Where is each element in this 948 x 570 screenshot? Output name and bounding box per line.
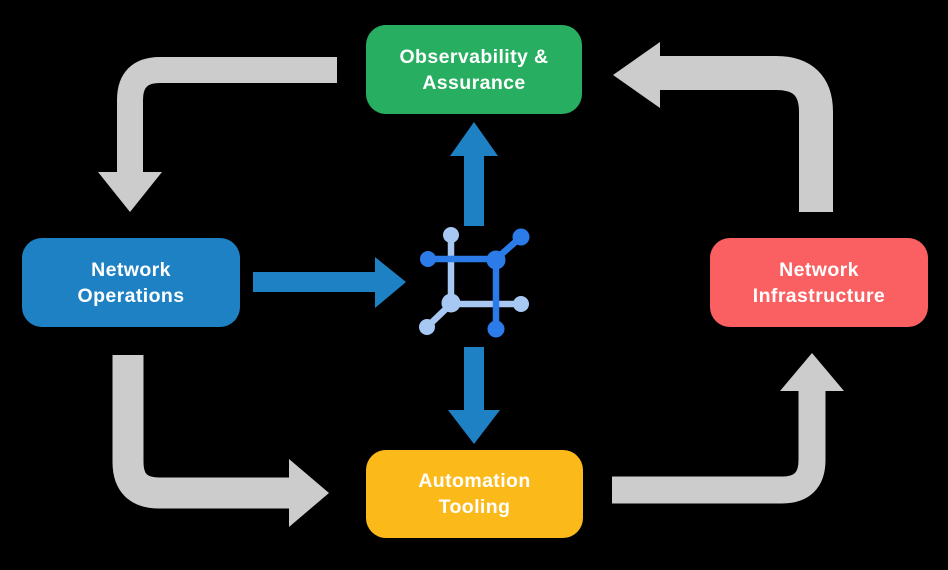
- box-label-line: Operations: [77, 284, 185, 307]
- box-label-line: Infrastructure: [752, 284, 886, 307]
- icon-node-top: [443, 227, 459, 243]
- arrow-observability-to-operations-icon: [98, 57, 337, 212]
- arrow-head: [613, 42, 660, 108]
- box-network-infrastructure: Network Infrastructure: [710, 238, 928, 327]
- box-label-line: Tooling: [438, 496, 511, 518]
- box-label-line: Assurance: [422, 71, 526, 94]
- box-label-line: Network: [91, 258, 171, 281]
- box-automation-tooling: Automation Tooling: [366, 450, 583, 538]
- network-fabric-icon-dark-layer: [420, 228, 530, 338]
- arrow-hub-to-automation-icon: [448, 347, 500, 444]
- arrow-infrastructure-to-observability-icon: [613, 42, 833, 212]
- icon-node-top-right-corner: [486, 250, 506, 270]
- network-fabric-icon: [419, 227, 530, 338]
- icon-node-upper-right: [512, 228, 530, 246]
- box-label-line: Automation: [418, 470, 531, 492]
- arrow-hub-to-observability-icon: [450, 122, 498, 226]
- arrow-head: [450, 122, 498, 156]
- icon-node-bottom: [487, 320, 505, 338]
- icon-node-lower-left: [419, 319, 435, 335]
- arrow-shaft: [112, 355, 291, 509]
- arrow-automation-to-infrastructure-icon: [612, 353, 844, 504]
- arrow-head: [98, 172, 162, 212]
- icon-node-bottom-left-corner: [441, 293, 461, 313]
- arrow-shaft: [612, 390, 826, 504]
- arrow-shaft: [659, 56, 833, 212]
- arrow-shaft: [117, 57, 337, 174]
- icon-node-left: [420, 251, 436, 267]
- arrow-operations-to-automation-icon: [112, 355, 329, 527]
- arrow-head: [289, 459, 329, 527]
- icon-node-right: [513, 296, 529, 312]
- box-observability-assurance: Observability & Assurance: [366, 25, 582, 114]
- arrow-head: [375, 257, 406, 308]
- arrow-operations-to-hub-icon: [253, 257, 406, 308]
- box-label-line: Network: [779, 258, 859, 281]
- arrow-head: [780, 353, 844, 391]
- box-label-line: Observability &: [399, 45, 549, 68]
- box-network-operations: Network Operations: [22, 238, 240, 327]
- arrow-head: [448, 410, 500, 444]
